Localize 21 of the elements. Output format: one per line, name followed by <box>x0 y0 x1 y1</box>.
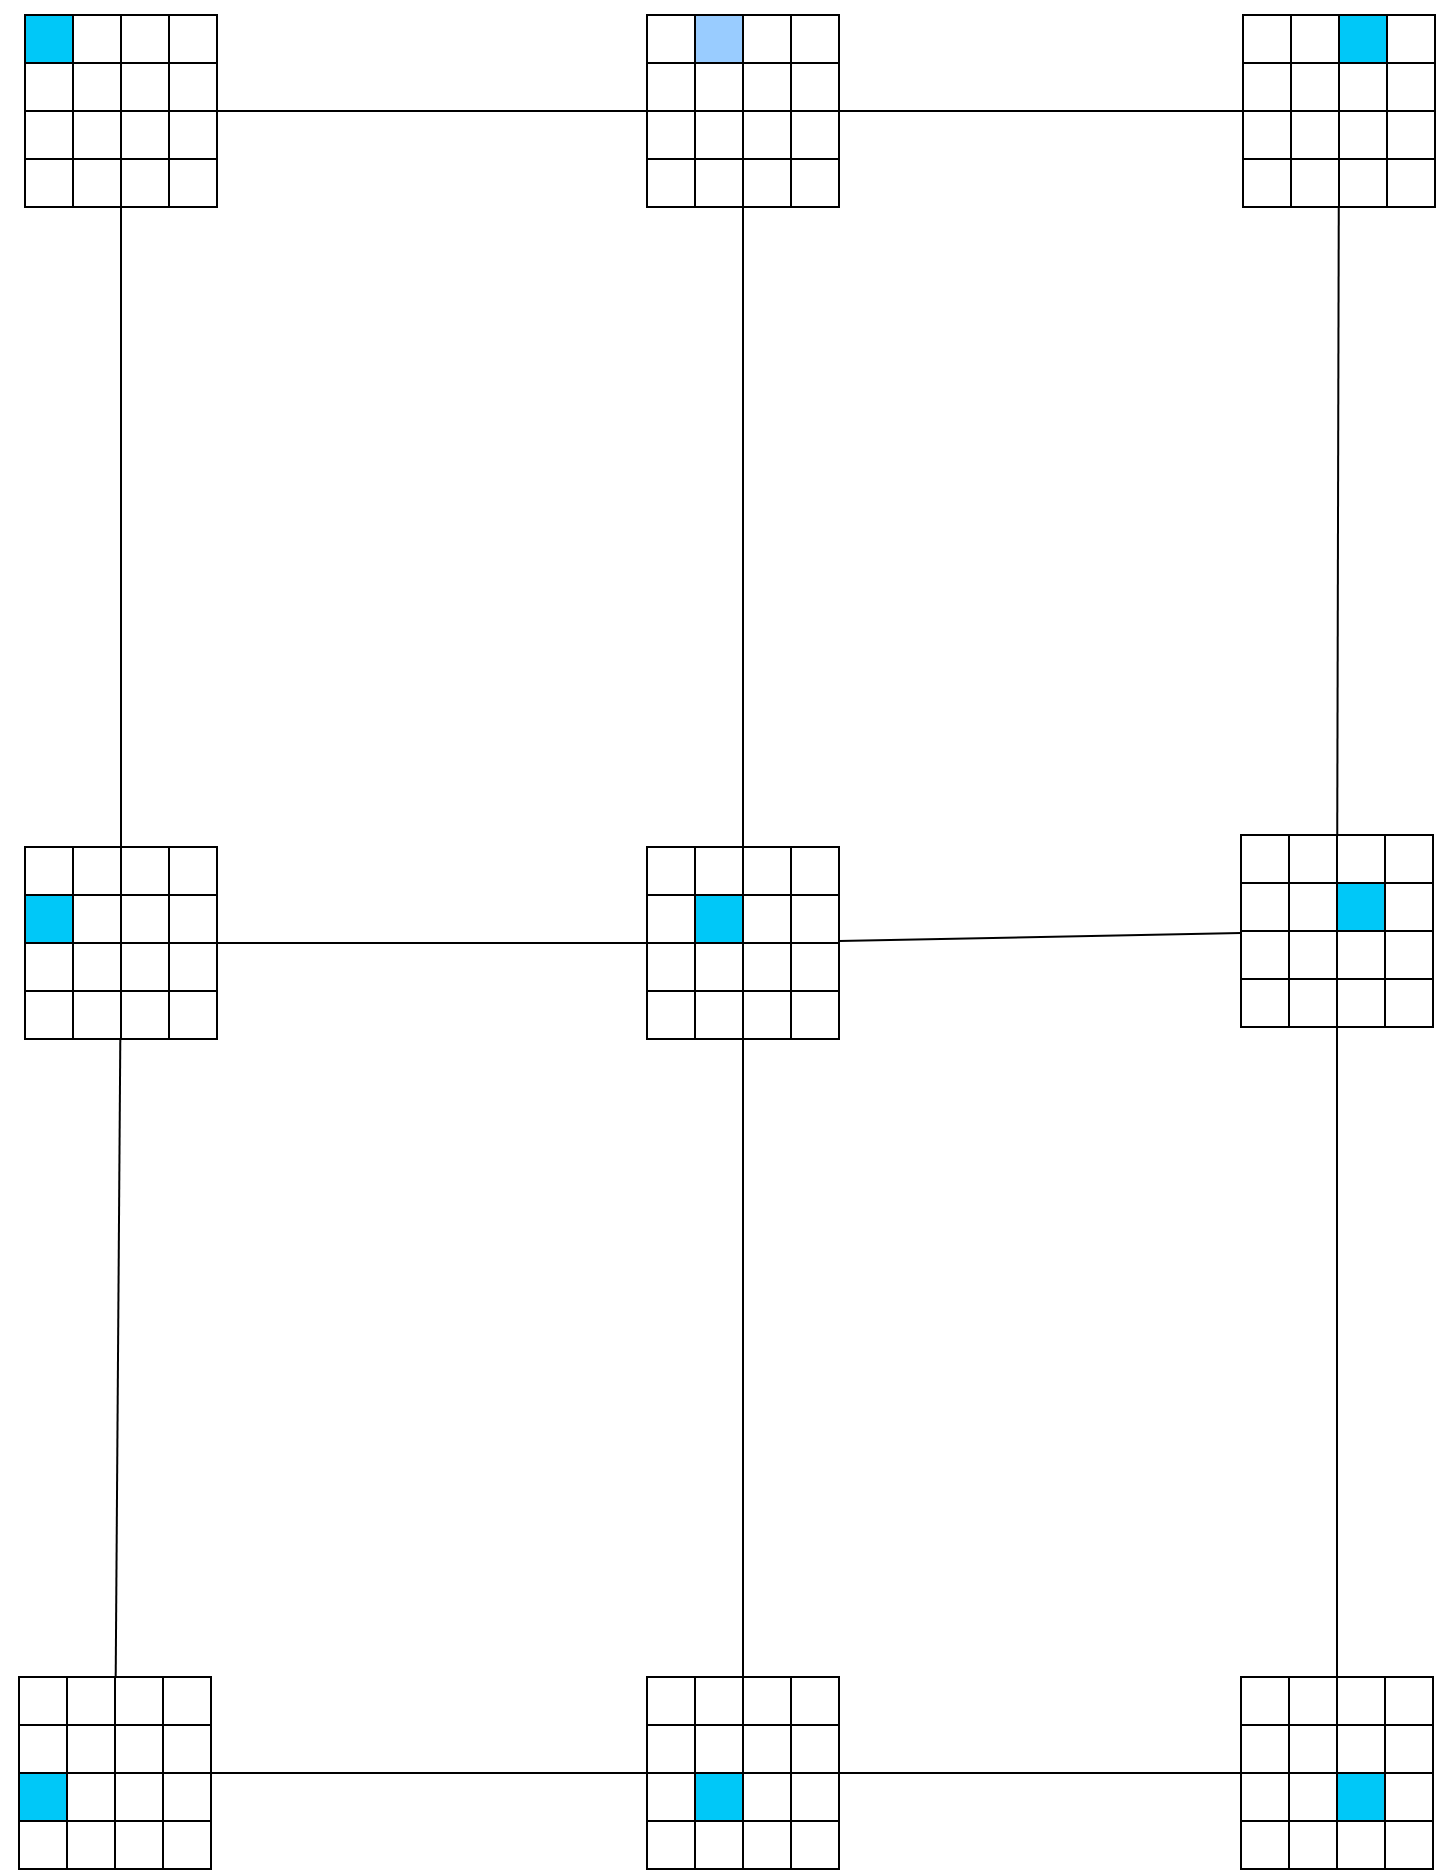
connector-line <box>838 110 1244 112</box>
connector-line <box>120 206 122 848</box>
connector-line <box>1336 206 1340 836</box>
grid-drawing <box>1240 1676 1434 1870</box>
grid-drawing <box>18 1676 212 1870</box>
connector-line <box>216 110 648 112</box>
grid-drawing <box>1240 834 1434 1028</box>
grid-drawing <box>646 14 840 208</box>
connector-line <box>210 1772 648 1774</box>
connector-line <box>216 942 648 944</box>
grid-drawing <box>646 1676 840 1870</box>
connector-line <box>838 931 1242 943</box>
grid-drawing <box>24 14 218 208</box>
connector-line <box>742 206 744 848</box>
connector-line <box>742 1038 744 1678</box>
grid-drawing <box>1242 14 1436 208</box>
connector-line <box>838 1772 1242 1774</box>
grid-drawing <box>24 846 218 1040</box>
connector-line <box>114 1038 122 1678</box>
connector-line <box>1336 1026 1338 1678</box>
grid-drawing <box>646 846 840 1040</box>
